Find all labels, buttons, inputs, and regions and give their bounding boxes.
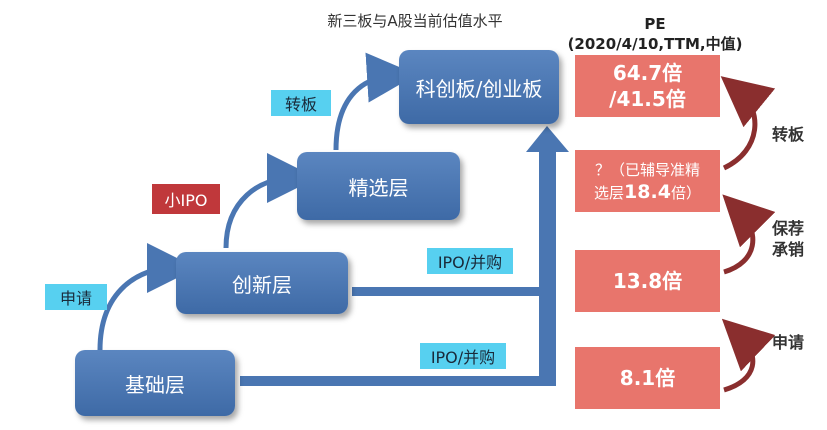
pe-arrow-apply xyxy=(721,318,776,393)
tier-innovation: 创新层 xyxy=(176,252,348,314)
side-label-keep: 保荐 承销 xyxy=(768,218,808,260)
tag-small-ipo: 小IPO xyxy=(152,184,220,214)
tag-transfer: 转板 xyxy=(271,90,331,116)
tag-apply: 申请 xyxy=(45,284,107,310)
pe-star-line2: /41.5倍 xyxy=(609,87,686,111)
pe-select-line2: 选层18.4倍） xyxy=(594,181,701,204)
side-label-apply: 申请 xyxy=(771,333,804,352)
tier-base: 基础层 xyxy=(75,350,235,416)
pe-star-line1: 64.7倍 xyxy=(612,61,683,85)
diagram-title: 新三板与A股当前估值水平 xyxy=(327,12,503,30)
main-arrow-head xyxy=(526,126,569,152)
step-arrow-base-to-innovation xyxy=(97,243,197,351)
tier-select: 精选层 xyxy=(297,152,460,220)
pe-header-line1: PE xyxy=(644,15,666,33)
main-arrow-shaft xyxy=(539,150,556,385)
pe-box-innovation: 13.8倍 xyxy=(575,250,720,312)
pe-header: PE (2020/4/10,TTM,中值) xyxy=(565,14,745,54)
tag-ipo-merge-innovation: IPO/并购 xyxy=(427,248,513,274)
pe-arrow-keep xyxy=(722,194,776,275)
step-arrow-innovation-to-select xyxy=(223,153,317,249)
pe-innovation-value: 13.8倍 xyxy=(612,269,683,293)
ipo-arrow-from-innovation xyxy=(352,287,556,296)
pe-select-pre: 选层 xyxy=(594,183,625,202)
ipo-arrow-from-base xyxy=(240,376,556,386)
tier-star-chinext: 科创板/创业板 xyxy=(399,50,559,124)
step-arrow-select-to-star xyxy=(333,52,417,151)
pe-base-value: 8.1倍 xyxy=(619,366,676,390)
side-label-transfer: 转板 xyxy=(771,125,804,144)
pe-box-star: 64.7倍 /41.5倍 xyxy=(575,55,720,117)
side-label-keep-line1: 保荐 xyxy=(771,219,804,238)
side-label-keep-line2: 承销 xyxy=(771,240,804,259)
pe-header-line2: (2020/4/10,TTM,中值) xyxy=(567,35,743,53)
pe-arrow-transfer xyxy=(720,76,776,171)
pe-box-base: 8.1倍 xyxy=(575,347,720,409)
pe-select-post: 倍） xyxy=(670,183,701,202)
tag-ipo-merge-base: IPO/并购 xyxy=(420,343,506,369)
pe-box-select: ？（已辅导准精 选层18.4倍） xyxy=(575,150,720,212)
pe-select-num: 18.4 xyxy=(624,180,671,203)
pe-select-line1: ？（已辅导准精 xyxy=(594,160,700,179)
